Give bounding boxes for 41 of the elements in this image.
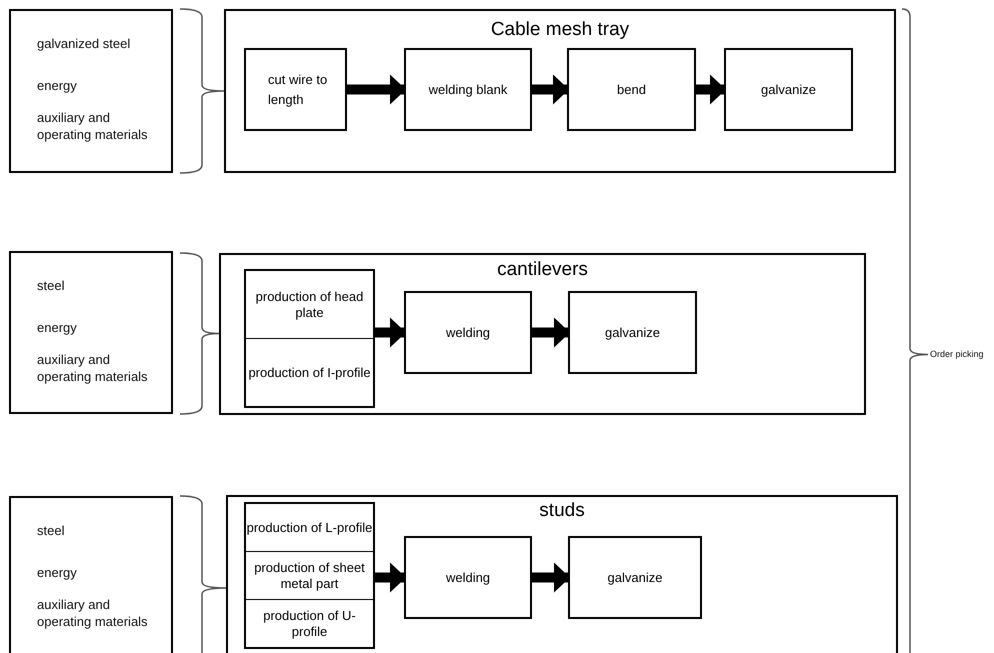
- block-arrow: [375, 318, 406, 348]
- process-step-label: production of I-profile: [246, 338, 373, 406]
- process-box: welding blank: [404, 48, 532, 131]
- block-arrow: [375, 562, 406, 592]
- block-arrow: [696, 74, 726, 104]
- process-step-label: production of L-profile: [246, 518, 373, 537]
- input-label: steel: [37, 522, 66, 539]
- input-label: steel: [37, 277, 66, 294]
- input-label: galvanized steel: [37, 35, 132, 52]
- block-arrow: [532, 562, 570, 592]
- stacked-process-box: [244, 269, 375, 408]
- input-label: auxiliary and operating materials: [37, 351, 149, 385]
- process-box: welding: [404, 291, 532, 374]
- input-label: energy: [37, 77, 78, 94]
- group-title: studs: [539, 500, 585, 522]
- process-box: galvanize: [568, 291, 697, 374]
- materials-box: [9, 496, 173, 653]
- product-group-box: [219, 253, 866, 415]
- process-step-label: production of sheet metal part: [246, 551, 373, 599]
- group-title: Cable mesh tray: [490, 19, 630, 41]
- group-title: cantilevers: [497, 259, 588, 281]
- input-label: auxiliary and operating materials: [37, 109, 149, 143]
- process-box: galvanize: [568, 536, 702, 619]
- product-group-box: [226, 495, 898, 653]
- input-label: energy: [37, 564, 78, 581]
- block-arrow: [532, 318, 570, 348]
- input-label: energy: [37, 319, 78, 336]
- process-box: welding: [404, 536, 532, 619]
- block-arrow: [347, 74, 406, 104]
- block-arrow: [532, 74, 569, 104]
- process-box: galvanize: [724, 48, 853, 131]
- materials-box: [9, 251, 173, 414]
- process-box: cut wire to length: [244, 48, 347, 131]
- materials-box: [9, 9, 173, 173]
- bracket-label: Order picking: [930, 349, 984, 360]
- process-step-label: production of U-profile: [246, 599, 373, 647]
- process-step-label: production of head plate: [254, 288, 364, 322]
- process-box: bend: [567, 48, 696, 131]
- product-group-box: [224, 9, 896, 173]
- stacked-process-box: [244, 502, 375, 649]
- input-label: auxiliary and operating materials: [37, 596, 149, 630]
